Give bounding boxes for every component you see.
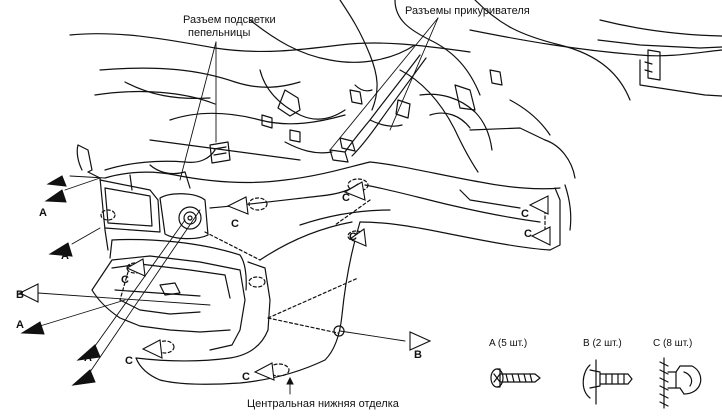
label-ashtray-light-connector-line2: пепельницы: [188, 27, 251, 39]
callout-arrows-bc: [18, 181, 551, 381]
leader-lines: [37, 17, 439, 395]
clip-dashed-indicators: [100, 178, 546, 377]
lighter-socket: [178, 206, 202, 230]
callout-letter-b: B: [414, 349, 422, 361]
callout-letter-c: C: [231, 218, 239, 230]
label-center-lower-trim: Центральная нижняя отделка: [247, 398, 399, 410]
legend-label-a: A (5 шт.): [489, 338, 528, 349]
wiring-harness: [104, 54, 427, 191]
ashtray-light-connector: [209, 141, 231, 164]
legend-label-b: B (2 шт.): [583, 338, 622, 349]
callout-letter-c: C: [121, 274, 129, 286]
callout-letter-c: C: [342, 192, 350, 204]
callout-letter-a: A: [16, 319, 24, 331]
callout-letter-c: C: [524, 228, 532, 240]
callout-letter-a: A: [84, 352, 92, 364]
callout-arrows-a: [20, 175, 101, 386]
center-lower-trim-panel: [76, 144, 561, 385]
callout-letter-c: C: [521, 208, 529, 220]
label-lighter-connectors: Разъемы прикуривателя: [405, 5, 530, 17]
legend-clip-c: [659, 357, 702, 409]
trim-leader-tip: [286, 376, 294, 385]
callout-letter-b: B: [16, 289, 24, 301]
callout-letter-c: C: [125, 355, 133, 367]
callout-letter-a: A: [39, 207, 47, 219]
callout-letter-a: A: [61, 250, 69, 262]
callout-letter-a: A: [84, 374, 92, 386]
legend-screw-a: [490, 368, 541, 388]
legend-label-c: C (8 шт.): [653, 338, 693, 349]
dashboard-structure: [69, 0, 722, 231]
label-ashtray-light-connector-line1: Разъем подсветки: [183, 14, 276, 26]
legend-clip-b: [582, 359, 633, 405]
callout-letter-c: C: [242, 371, 250, 383]
callout-letter-c: C: [349, 231, 357, 243]
